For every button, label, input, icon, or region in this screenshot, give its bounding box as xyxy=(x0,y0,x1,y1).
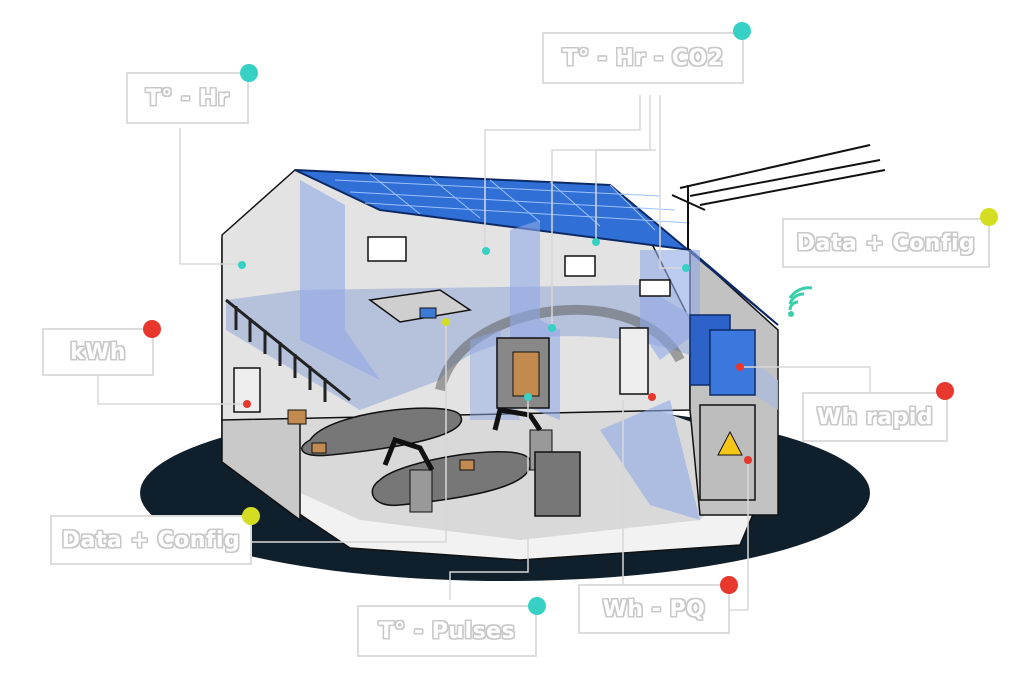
solar-panel-icon xyxy=(334,173,691,231)
label-wh-rapid: Wh rapid xyxy=(802,392,948,442)
sensor-dot-10 xyxy=(736,363,744,371)
glass-partition-3 xyxy=(640,250,700,360)
label-wh-pq-dot xyxy=(720,576,738,594)
crate-2 xyxy=(459,459,475,471)
hvac-unit xyxy=(564,255,596,277)
label-data-config-top: Data + Config xyxy=(782,218,990,268)
label-t-pulses-text: T° - Pulses xyxy=(378,618,516,644)
label-t-hr-co2-text: T° - Hr - CO2 xyxy=(562,45,724,71)
glass-partition-1 xyxy=(300,180,380,380)
sensor-dot-11 xyxy=(744,456,752,464)
ceiling-unit xyxy=(639,279,671,297)
label-t-hr-co2: T° - Hr - CO2 xyxy=(542,32,744,84)
high-voltage-warning-icon xyxy=(717,430,743,456)
conveyor-upper xyxy=(301,407,463,457)
label-kwh-dot xyxy=(143,320,161,338)
robot-arm-2 xyxy=(492,407,543,432)
sensor-dot-6 xyxy=(524,393,532,401)
laptop xyxy=(419,307,437,319)
label-data-config-top-text: Data + Config xyxy=(796,230,976,256)
sensor-dot-8 xyxy=(243,400,251,408)
label-data-config-bottom-text: Data + Config xyxy=(61,527,241,553)
railing xyxy=(225,298,351,402)
label-data-config-bottom: Data + Config xyxy=(50,515,252,565)
machine-panel xyxy=(512,351,540,397)
label-t-hr-dot xyxy=(240,64,258,82)
label-t-hr: T° - Hr xyxy=(126,72,249,124)
sensor-dot-9 xyxy=(648,393,656,401)
label-t-hr-co2-dot xyxy=(733,22,751,40)
crate-3 xyxy=(311,442,327,454)
connector-lines xyxy=(97,95,871,611)
sensor-dot-7 xyxy=(442,318,450,326)
label-kwh-text: kWh xyxy=(69,339,127,365)
sensor-dot-5 xyxy=(548,324,556,332)
crate-1 xyxy=(287,409,307,425)
label-data-config-bottom-dot xyxy=(242,507,260,525)
label-t-pulses: T° - Pulses xyxy=(357,605,537,657)
glass-partition-4 xyxy=(600,400,700,520)
robot-arm-1 xyxy=(382,436,435,472)
sensor-dot-1 xyxy=(238,261,246,269)
label-wh-rapid-dot xyxy=(936,382,954,400)
shelf-rack xyxy=(619,327,649,395)
desk xyxy=(368,289,472,323)
wall-sensor-box xyxy=(367,236,407,262)
sensor-dot-2 xyxy=(482,247,490,255)
label-t-hr-text: T° - Hr xyxy=(145,85,230,111)
battery-cabinet-2 xyxy=(709,329,756,396)
sensor-dot-3 xyxy=(592,238,600,246)
label-wh-pq-text: Wh - PQ xyxy=(602,596,706,622)
sensor-dot-4 xyxy=(682,264,690,272)
label-wh-rapid-text: Wh rapid xyxy=(816,404,934,430)
oven-machine xyxy=(534,451,581,517)
electric-pole-icon xyxy=(671,144,886,250)
wifi-signal-icon xyxy=(788,286,813,311)
robot-arm-base-1 xyxy=(409,469,433,513)
wifi-dot xyxy=(788,311,794,317)
label-data-config-top-dot xyxy=(980,208,998,226)
label-t-pulses-dot xyxy=(528,597,546,615)
label-wh-pq: Wh - PQ xyxy=(578,584,730,634)
label-kwh: kWh xyxy=(42,328,154,376)
